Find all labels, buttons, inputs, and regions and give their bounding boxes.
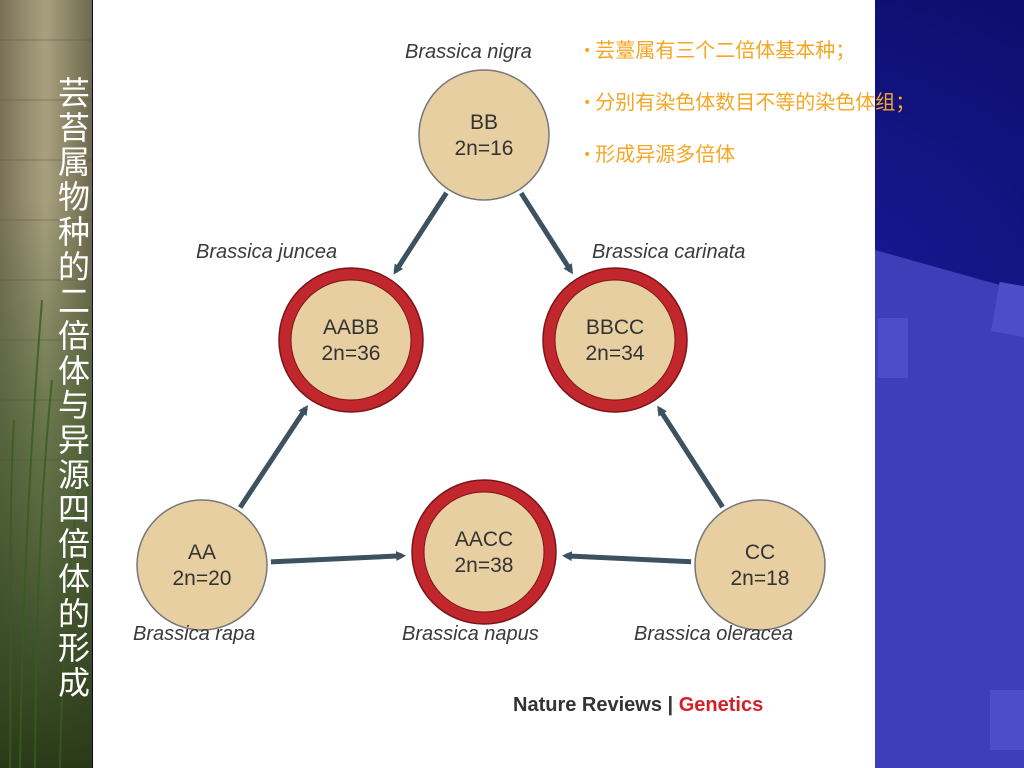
chromosome-count-label: 2n=38 — [455, 554, 514, 577]
bullet-item: •形成异源多倍体 — [583, 142, 736, 166]
arrow-rapa-to-napus — [270, 551, 407, 565]
vertical-title-char: 苔 — [57, 108, 90, 147]
species-label-rapa: Brassica rapa — [133, 623, 256, 645]
chromosome-count-label: 2n=34 — [586, 342, 645, 365]
arrow-rapa-to-juncea — [238, 405, 308, 509]
arrow-oleracea-to-carinata — [657, 405, 725, 509]
credit-section: Genetics — [678, 694, 764, 716]
bullet-text: 芸薹属有三个二倍体基本种； — [595, 38, 856, 62]
vertical-title-char: 的 — [57, 247, 90, 286]
vertical-title-char: 体 — [57, 351, 90, 390]
vertical-title-char: 物 — [57, 178, 90, 217]
species-label-napus: Brassica napus — [402, 623, 539, 645]
vertical-title-char: 形 — [57, 629, 90, 668]
bullet-text: 形成异源多倍体 — [595, 142, 736, 166]
node-circle — [290, 279, 412, 401]
decorative-photo-strip — [0, 0, 92, 768]
node-circle — [418, 69, 550, 201]
vertical-title-char: 倍 — [57, 316, 90, 355]
credit-journal: Nature Reviews — [513, 694, 662, 716]
genome-label: AACC — [455, 528, 513, 551]
node-juncea: AABB 2n=36 — [278, 267, 424, 413]
credit-separator: | — [667, 694, 674, 716]
chromosome-count-label: 2n=36 — [322, 342, 381, 365]
node-nigra: BB 2n=16 — [418, 69, 550, 201]
chromosome-count-label: 2n=18 — [731, 567, 790, 590]
node-circle — [694, 499, 826, 631]
genome-label: CC — [745, 541, 775, 564]
vertical-title-char: 成 — [57, 663, 90, 702]
source-credit: Nature Reviews | Genetics — [513, 694, 763, 717]
genome-label: AA — [188, 541, 216, 564]
bullet-text: 分别有染色体数目不等的染色体组； — [595, 90, 916, 114]
species-label-nigra: Brassica nigra — [405, 41, 532, 63]
vertical-title-char: 种 — [57, 212, 90, 251]
node-circle — [136, 499, 268, 631]
arrow-nigra-to-carinata — [519, 191, 573, 275]
node-circle — [554, 279, 676, 401]
genome-label: AABB — [323, 316, 379, 339]
vertical-title-char: 倍 — [57, 525, 90, 564]
bullet-list: •芸薹属有三个二倍体基本种； •分别有染色体数目不等的染色体组； •形成异源多倍… — [583, 32, 1023, 188]
bullet-item: •芸薹属有三个二倍体基本种； — [583, 38, 856, 62]
chromosome-count-label: 2n=16 — [455, 137, 514, 160]
species-label-juncea: Brassica juncea — [196, 241, 338, 263]
genome-label: BB — [470, 111, 498, 134]
bullet-item: •分别有染色体数目不等的染色体组； — [583, 90, 916, 114]
vertical-title-char: 源 — [57, 455, 90, 494]
genome-label: BBCC — [586, 316, 644, 339]
vertical-title-char: 属 — [57, 143, 90, 182]
vertical-title-char: 四 — [57, 490, 90, 529]
node-oleracea: CC 2n=18 — [694, 499, 826, 631]
chromosome-count-label: 2n=20 — [173, 567, 232, 590]
species-label-oleracea: Brassica oleracea — [634, 623, 793, 645]
arrow-oleracea-to-napus — [561, 551, 692, 565]
vertical-title-char: 与 — [57, 386, 90, 425]
species-label-carinata: Brassica carinata — [592, 241, 746, 263]
arrow-nigra-to-juncea — [393, 191, 449, 275]
node-rapa: AA 2n=20 — [136, 499, 268, 631]
vertical-title-char: 二 — [57, 282, 90, 321]
gear-decoration — [875, 250, 1024, 768]
vertical-slide-title: 芸苔属物种的二倍体与异源四倍体的形成 — [56, 76, 92, 701]
vertical-title-char: 芸 — [57, 74, 90, 112]
vertical-title-char: 的 — [57, 594, 90, 633]
node-circle — [423, 491, 545, 613]
vertical-title-char: 异 — [57, 421, 90, 460]
node-napus: AACC 2n=38 — [411, 479, 557, 625]
node-carinata: BBCC 2n=34 — [542, 267, 688, 413]
vertical-title-char: 体 — [57, 559, 90, 598]
